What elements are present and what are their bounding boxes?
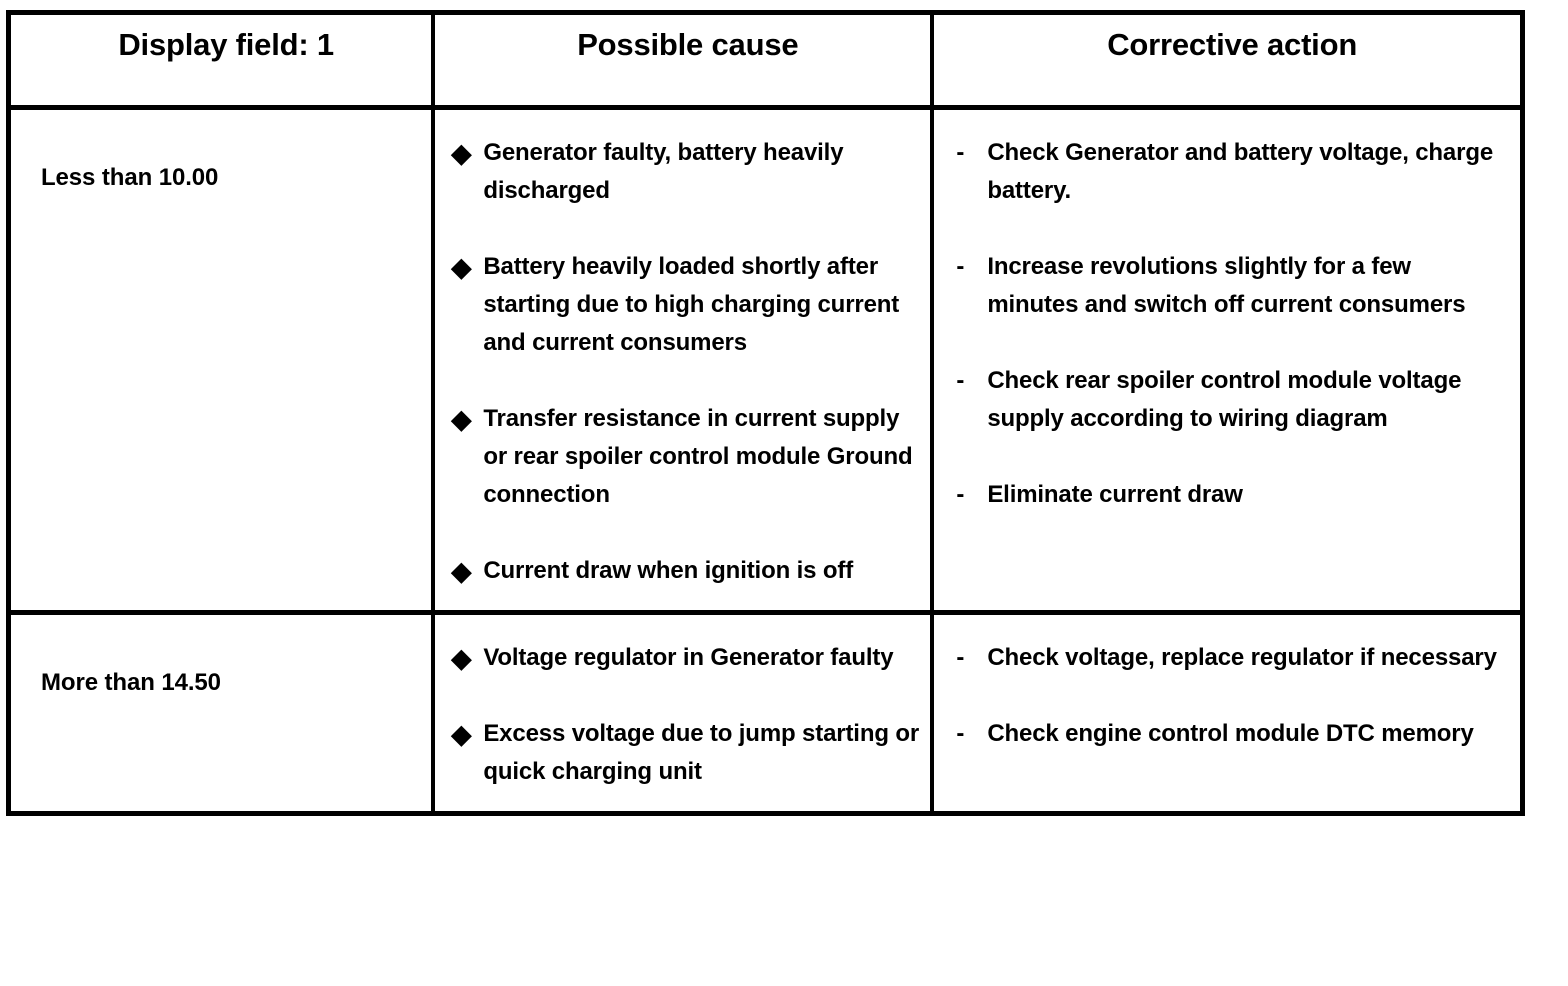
list-item-label: Check rear spoiler control module voltag…	[987, 367, 1462, 432]
list-item: - Increase revolutions slightly for a fe…	[956, 248, 1508, 324]
list-item-label: Check voltage, replace regulator if nece…	[987, 644, 1497, 671]
list-item: - Check Generator and battery voltage, c…	[956, 134, 1508, 210]
list-item-label: Transfer resistance in current supply or…	[483, 405, 913, 508]
possible-cause-list: ◆ Generator faulty, battery heavily disc…	[451, 134, 920, 590]
dash-bullet-icon: -	[956, 720, 965, 747]
corrective-action-list: - Check Generator and battery voltage, c…	[956, 134, 1508, 514]
list-item-label: Voltage regulator in Generator faulty	[483, 644, 894, 671]
cell-possible-cause: ◆ Voltage regulator in Generator faulty …	[431, 612, 933, 814]
cell-corrective-action: - Check voltage, replace regulator if ne…	[930, 612, 1523, 814]
column-header-corrective-action-label: Corrective action	[1107, 27, 1358, 62]
list-item: ◆ Current draw when ignition is off	[451, 552, 920, 590]
table-header-row: Display field: 1 Possible cause Correcti…	[8, 12, 1523, 110]
list-item-label: Excess voltage due to jump starting or q…	[483, 720, 920, 785]
list-item: ◆ Generator faulty, battery heavily disc…	[451, 134, 920, 210]
list-item: - Check engine control module DTC memory	[956, 715, 1508, 753]
dash-bullet-icon: -	[956, 139, 965, 166]
list-item-label: Generator faulty, battery heavily discha…	[483, 139, 844, 204]
diamond-bullet-icon: ◆	[451, 404, 472, 434]
table-row: More than 14.50 ◆ Voltage regulator in G…	[8, 612, 1523, 814]
list-item-label: Check Generator and battery voltage, cha…	[987, 139, 1494, 204]
list-item-label: Eliminate current draw	[987, 481, 1243, 508]
list-item-label: Check engine control module DTC memory	[987, 720, 1474, 747]
dash-bullet-icon: -	[956, 644, 965, 671]
dash-bullet-icon: -	[956, 481, 965, 508]
list-item: ◆ Excess voltage due to jump starting or…	[451, 715, 920, 791]
list-item-label: Increase revolutions slightly for a few …	[987, 253, 1466, 318]
list-item: - Check voltage, replace regulator if ne…	[956, 639, 1508, 677]
corrective-action-list: - Check voltage, replace regulator if ne…	[956, 639, 1508, 753]
diamond-bullet-icon: ◆	[451, 138, 472, 168]
cell-display-field: Less than 10.00	[8, 107, 434, 615]
list-item: - Check rear spoiler control module volt…	[956, 362, 1508, 438]
possible-cause-list: ◆ Voltage regulator in Generator faulty …	[451, 639, 920, 791]
column-header-corrective-action: Corrective action	[930, 12, 1523, 110]
list-item-label: Current draw when ignition is off	[483, 557, 854, 584]
column-header-possible-cause-label: Possible cause	[577, 27, 799, 62]
list-item: ◆ Transfer resistance in current supply …	[451, 400, 920, 514]
list-item: - Eliminate current draw	[956, 476, 1508, 514]
diamond-bullet-icon: ◆	[451, 252, 472, 282]
list-item-label: Battery heavily loaded shortly after sta…	[483, 253, 900, 356]
list-item: ◆ Voltage regulator in Generator faulty	[451, 639, 920, 677]
column-header-possible-cause: Possible cause	[431, 12, 933, 110]
diamond-bullet-icon: ◆	[451, 556, 472, 586]
column-header-display-field: Display field: 1	[8, 12, 434, 110]
dash-bullet-icon: -	[956, 367, 965, 394]
diamond-bullet-icon: ◆	[451, 643, 472, 673]
table-row: Less than 10.00 ◆ Generator faulty, batt…	[8, 107, 1523, 615]
display-field-value: Less than 10.00	[41, 164, 219, 191]
cell-display-field: More than 14.50	[8, 612, 434, 814]
column-header-display-field-label: Display field: 1	[118, 27, 334, 62]
cell-corrective-action: - Check Generator and battery voltage, c…	[930, 107, 1523, 615]
dash-bullet-icon: -	[956, 253, 965, 280]
fault-diagnosis-table: Display field: 1 Possible cause Correcti…	[6, 10, 1525, 816]
diamond-bullet-icon: ◆	[451, 719, 472, 749]
list-item: ◆ Battery heavily loaded shortly after s…	[451, 248, 920, 362]
display-field-value: More than 14.50	[41, 669, 221, 696]
cell-possible-cause: ◆ Generator faulty, battery heavily disc…	[431, 107, 933, 615]
